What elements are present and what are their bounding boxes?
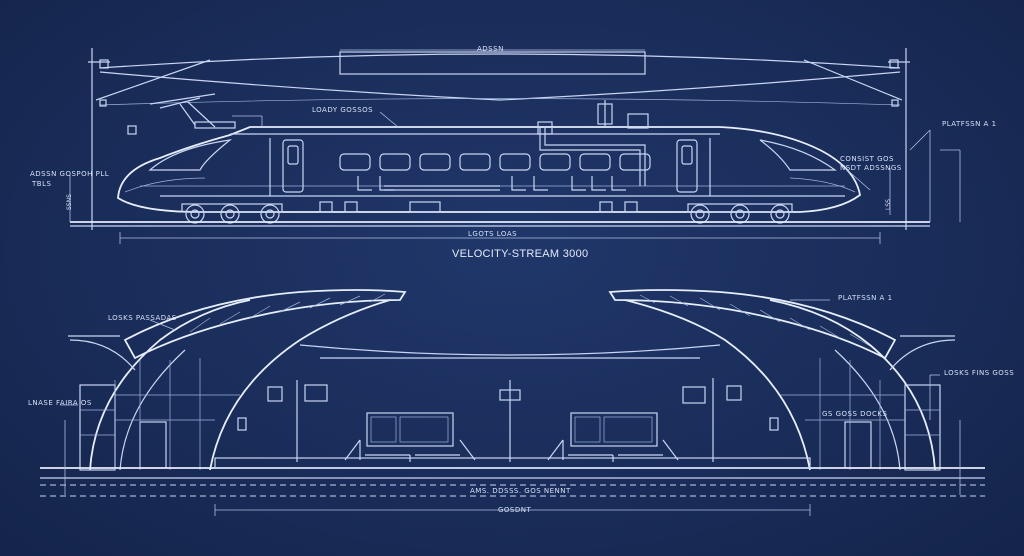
left-canopy-label: LOSKS PASSADAS	[108, 314, 177, 322]
consist-label-2: NSDT ADSSNGS	[840, 164, 902, 172]
train-body	[117, 93, 861, 213]
right-canopy-label: PLATFSSN A 1	[838, 294, 893, 302]
left-vertical-dim: SSNS	[66, 194, 73, 210]
canopy-left	[68, 289, 407, 471]
overhead-catenary	[88, 48, 910, 230]
right-vertical-dim: LSS	[885, 199, 892, 210]
train-model-caption: VELOCITY-STREAM 3000	[452, 248, 589, 260]
left-note-label-2: TBLS	[32, 180, 52, 188]
left-note-label: ADSSN GOSPOH PLL	[30, 170, 110, 178]
station-walls	[79, 344, 941, 471]
bottom-dim-label-station: GOSDNT	[498, 506, 532, 514]
platform-label-top: PLATFSSN A 1	[942, 120, 997, 128]
consist-label: CONSIST GOS	[840, 155, 894, 163]
canopy-right	[608, 289, 956, 471]
bogies	[181, 203, 793, 224]
left-side-label: LNASE FAIRA OS	[28, 399, 92, 407]
top-dim-label: ADSSN	[477, 45, 504, 53]
top-rails-and-dims	[69, 111, 961, 244]
platform-track	[40, 299, 985, 516]
right-side-label: LOSKS FINS GOSS	[944, 369, 1015, 377]
platform-fixtures	[237, 378, 779, 462]
car-label: LOADY GOSSOS	[312, 106, 374, 114]
bottom-dim-label: LGOTS LOAS	[468, 230, 518, 238]
center-right-label: GS GOSS DOCKS	[822, 410, 888, 418]
track-label: AMS. DDSSS. GOS NENNT	[470, 487, 571, 495]
